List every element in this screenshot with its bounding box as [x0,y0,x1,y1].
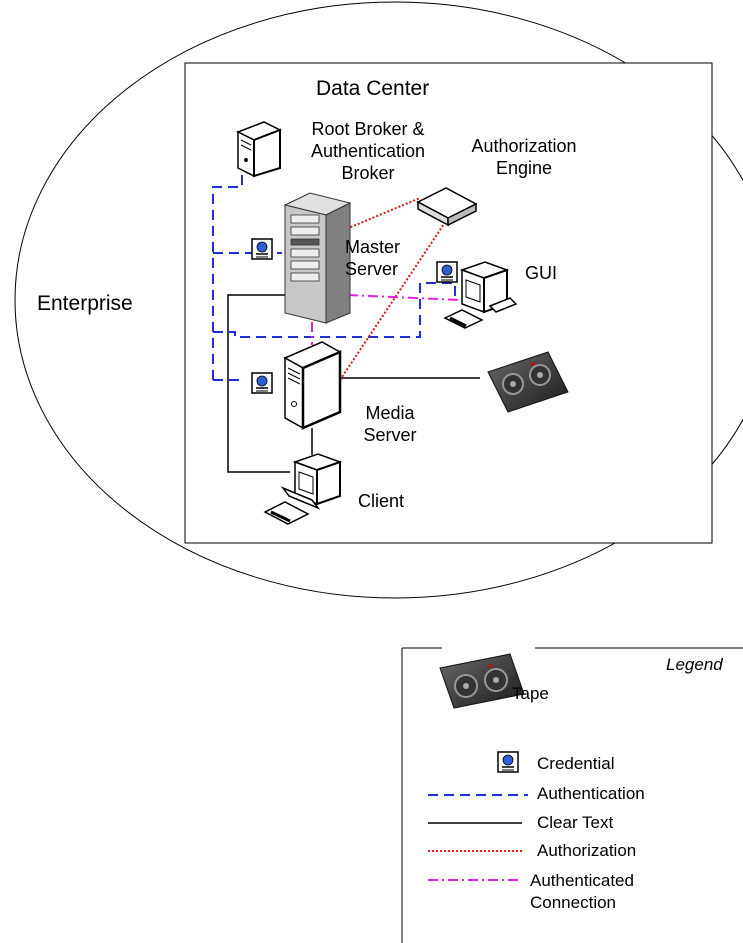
authorization-engine-label-line2: Engine [495,158,553,178]
legend-tape-label: Tape [512,684,549,703]
credential-icon [436,261,458,283]
authz-media-engine [339,217,449,381]
legend-authconn-label-line1: Authenticated [530,871,634,890]
media-server-label-line1: Media [365,403,415,423]
master-server-label: Master Server [345,236,400,280]
cleartext-master-client [227,294,290,473]
media-server-label: Media Server [356,402,424,446]
credential-icon [251,372,273,394]
authorization-engine-label-line1: Authorization [471,136,577,156]
legend-cleartext-label: Clear Text [537,813,614,832]
legend-box [401,647,743,943]
gui-label: GUI [525,263,558,283]
legend-credential-label: Credential [537,754,615,773]
enterprise-boundary [14,1,743,599]
cleartext-lines [227,294,480,473]
media-server-icon [283,341,342,430]
master-server-label-line1: Master [345,237,401,257]
root-broker-label-line3: Broker [341,163,395,183]
root-broker-label-line2: Authentication [310,141,426,161]
client-label: Client [358,491,405,511]
legend-authorization-label: Authorization [537,841,637,860]
master-server-icon [283,192,352,324]
master-server-label-line2: Server [345,259,399,279]
credential-icon [251,238,273,260]
auth-line-root-broker [212,172,243,380]
media-server-label-line2: Server [363,425,417,445]
authorization-engine-label: Authorization Engine [463,135,585,179]
legend-authconn-label-line2: Connection [530,893,617,912]
legend-authentication-label: Authentication [537,784,645,803]
root-broker-label-line1: Root Broker & [311,119,425,139]
legend-tape-icon [439,653,525,709]
gui-workstation-icon [443,261,518,329]
auth-line-bus [213,282,456,338]
root-broker-label: Root Broker & Authentication Broker [296,118,440,184]
root-broker-server-icon [236,121,282,178]
client-workstation-icon [263,453,343,525]
authenticated-connection-lines [311,294,461,345]
tape-cartridge-icon [487,351,569,413]
enterprise-label: Enterprise [37,292,133,315]
legend-authconn-label: Authenticated Connection [530,870,634,914]
legend-credential-icon [497,751,519,773]
authorization-lines [331,197,449,381]
authorization-engine-icon [416,187,478,227]
legend-title: Legend [666,655,723,674]
datacenter-label: Data Center [316,77,430,100]
